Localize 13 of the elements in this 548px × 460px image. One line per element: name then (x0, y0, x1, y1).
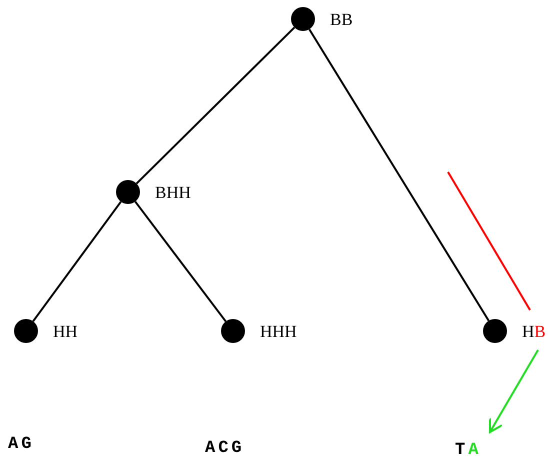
tree-line (32, 201, 122, 322)
sequence-text: ACG (205, 440, 245, 457)
tree-line (136, 26, 296, 184)
node-label: HH (53, 322, 78, 340)
node-label: BB (330, 10, 353, 28)
node-label: HHH (260, 322, 297, 340)
sequence-text: TA (455, 442, 482, 459)
node-label: HB (522, 322, 546, 340)
arrow (489, 350, 539, 433)
tree-line (134, 200, 227, 322)
node-label: BHH (155, 184, 191, 200)
sequence-text: AG (8, 436, 34, 453)
tree-line (308, 28, 490, 322)
